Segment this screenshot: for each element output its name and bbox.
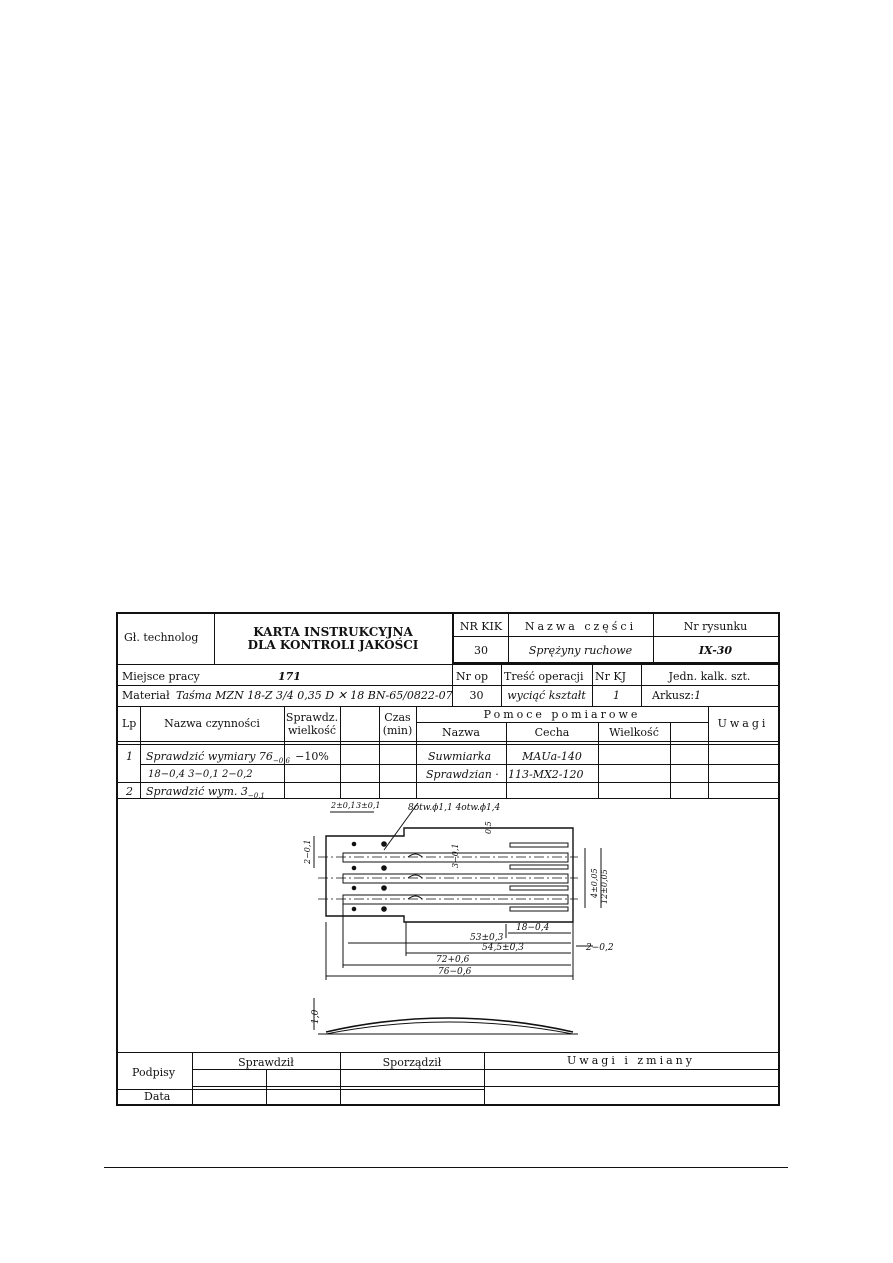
nr-kik-value: 30 [474, 644, 488, 657]
drawing-label-3-mid: 3−0,1 [451, 843, 460, 868]
drawing-label-2-left: 2−0,1 [303, 839, 312, 865]
row1-nazwa: Suwmiarka [428, 750, 492, 763]
nazwa-czesci-label: Nazwa części [524, 620, 637, 633]
row1-sprawdz: −10% [295, 750, 329, 763]
tresc-operacji-label: Treść operacji [504, 670, 584, 683]
sprawdz-header-1: Sprawdz. [285, 711, 339, 724]
page-footer-rule [104, 1167, 788, 1168]
nazwa-header: Nazwa [442, 726, 480, 739]
material-value: Taśma MZN 18-Z 3/4 0,35 D ✕ 18 BN-65/082… [176, 689, 453, 702]
drawing-label-72: 72+0,6 [436, 955, 470, 965]
nr-op-value: 30 [469, 689, 484, 702]
uwagi-zmiany-label: Uwagi i zmiany [567, 1054, 695, 1067]
jedn-kalk-label: Jedn. kalk. szt. [668, 670, 751, 683]
row1-lp: 1 [126, 750, 133, 763]
sprawdzil-label: Sprawdził [238, 1056, 294, 1069]
drawing-label-4: 4±0,05 [590, 868, 599, 899]
nr-kj-label: Nr KJ [595, 670, 627, 683]
cecha-header: Cecha [534, 726, 570, 739]
row1-cecha: MAUa-140 [522, 750, 582, 763]
row3-czynnosc: Sprawdzić wym. 3−0,1 [146, 785, 265, 801]
miejsce-pracy-value: 171 [278, 670, 301, 683]
sporzadzil-label: Sporządził [382, 1056, 442, 1069]
sprawdz-header-2: wielkość [287, 724, 337, 737]
drawing-label-53: 53±0,3 [470, 933, 504, 943]
uwagi-header: Uwagi [717, 717, 769, 730]
nazwa-czynnosci-header: Nazwa czynności [164, 717, 260, 730]
lp-header: Lp [122, 717, 137, 730]
row2-czynnosc: 18−0,4 3−0,1 2−0,2 [148, 769, 253, 780]
arkusz-label: Arkusz:1 [652, 689, 702, 702]
drawing-label-12: 12±0,05 [600, 869, 609, 904]
tresc-operacji-value: wyciąć kształt [507, 689, 586, 702]
drawing-label-18: 18−0,4 [516, 923, 550, 933]
drawing-label-3-01: 3±0,1 [356, 801, 381, 810]
drawing-label-05: 0,5 [484, 821, 493, 834]
row2-nazwa: Sprawdzian · [426, 768, 499, 781]
quality-control-card: Gł. technolog KARTA INSTRUKCYJNA DLA KON… [116, 612, 780, 1106]
drawing-label-holes: 8otw.ϕ1,1 4otw.ϕ1,4 [408, 803, 501, 813]
miejsce-pracy-label: Miejsce pracy [122, 670, 200, 683]
czas-header-2: (min) [382, 724, 413, 737]
wielkosc-header: Wielkość [609, 726, 659, 739]
row2-cecha: 113-MX2-120 [508, 768, 584, 781]
row3-lp: 2 [126, 785, 133, 798]
drawing-label-545: 54,5±0,3 [482, 943, 524, 953]
drawing-label-2-01: 2±0,1 [330, 801, 356, 810]
nr-rysunku-value: IX-30 [698, 644, 733, 657]
drawing-label-76: 76−0,6 [438, 967, 472, 977]
nr-op-label: Nr op [456, 670, 489, 683]
gl-technolog-label: Gł. technolog [124, 631, 199, 644]
nr-kj-value: 1 [613, 689, 620, 702]
card-title-line2: DLA KONTROLI JAKOŚCI [247, 638, 419, 652]
data-label: Data [144, 1090, 171, 1103]
drawing-label-2-02: 2−0,2 [585, 943, 614, 953]
technical-drawing: 8otw.ϕ1,1 4otw.ϕ1,4 2±0,1 3±0,1 0,5 2−0,… [303, 801, 614, 1035]
pomoce-header: Pomoce pomiarowe [483, 708, 641, 721]
czas-header-1: Czas [384, 711, 411, 724]
podpisy-label: Podpisy [132, 1066, 176, 1079]
row1-czynnosc: Sprawdzić wymiary 76−0,6 [146, 750, 290, 766]
drawing-label-10: 1,0 [311, 1009, 321, 1024]
card-title-line1: KARTA INSTRUKCYJNA [253, 625, 413, 639]
material-label: Materiał [122, 689, 170, 702]
nr-rysunku-label: Nr rysunku [683, 620, 748, 633]
nazwa-czesci-value: Sprężyny ruchowe [528, 644, 633, 657]
nr-kik-label: NR KIK [459, 620, 503, 633]
